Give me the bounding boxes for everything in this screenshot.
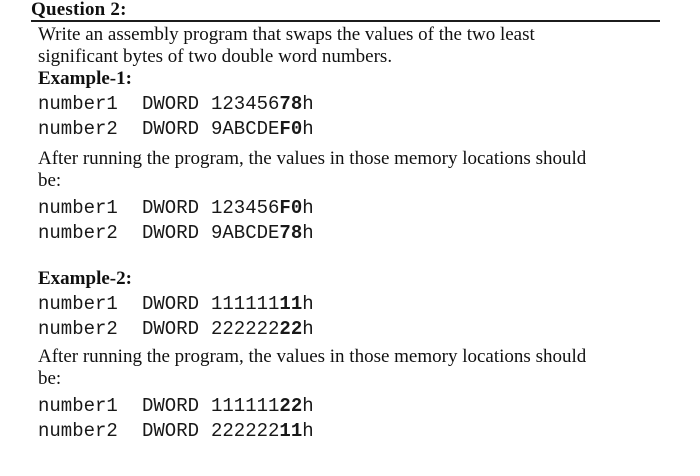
variable-name: number1 [38,395,118,417]
variable-name: number2 [38,222,118,244]
hex-value-head: 222222 [211,318,280,340]
hex-suffix: h [302,318,314,340]
hex-suffix: h [302,395,314,417]
hex-value-head: 111111 [211,293,280,315]
hex-suffix: h [302,293,314,315]
hex-value-head: 111111 [211,395,280,417]
hex-value-lsb: F0 [279,118,303,140]
hex-value-lsb: F0 [279,197,303,219]
after-note-line2: be: [38,170,62,191]
example1-after-note: After running the program, the values in… [38,148,680,192]
code-line: number1 DWORD 123456F0h [38,196,680,221]
variable-name: number1 [38,197,118,219]
variable-name: number2 [38,118,118,140]
hex-value-lsb: 78 [279,222,303,244]
dword-directive: DWORD [142,222,200,244]
hex-value-head: 9ABCDE [211,118,280,140]
hex-value-head: 222222 [211,420,280,442]
dword-directive: DWORD [142,197,200,219]
hex-value-head: 9ABCDE [211,222,280,244]
after-note-line2: be: [38,368,62,389]
dword-directive: DWORD [142,420,200,442]
code-line: number1 DWORD 11111122h [38,394,680,419]
example2-heading: Example-2: [38,268,132,289]
dword-directive: DWORD [142,293,200,315]
dword-directive: DWORD [142,93,200,115]
after-note-line1: After running the program, the values in… [38,346,587,367]
example1-heading: Example-1: [38,68,132,89]
variable-name: number1 [38,293,118,315]
code-line: number1 DWORD 12345678h [38,92,680,117]
hex-value-lsb: 22 [279,395,303,417]
hex-value-lsb: 22 [279,318,303,340]
hex-suffix: h [302,197,314,219]
hex-value-lsb: 78 [279,93,303,115]
hex-value-lsb: 11 [279,420,303,442]
code-line: number2 DWORD 9ABCDEF0h [38,117,680,142]
hex-suffix: h [302,118,314,140]
hex-suffix: h [302,222,314,244]
hex-value-head: 123456 [211,93,280,115]
dword-directive: DWORD [142,395,200,417]
variable-name: number2 [38,420,118,442]
example2-after-note: After running the program, the values in… [38,346,680,390]
question-text-line1: Write an assembly program that swaps the… [38,24,535,45]
question-text-line2: significant bytes of two double word num… [38,46,393,67]
hex-suffix: h [302,420,314,442]
code-line: number2 DWORD 9ABCDE78h [38,221,680,246]
variable-name: number1 [38,93,118,115]
dword-directive: DWORD [142,118,200,140]
hex-value-lsb: 11 [279,293,303,315]
variable-name: number2 [38,318,118,340]
question-heading: Question 2: [31,0,660,22]
hex-value-head: 123456 [211,197,280,219]
question-text: Write an assembly program that swaps the… [38,24,680,68]
dword-directive: DWORD [142,318,200,340]
code-line: number2 DWORD 22222211h [38,419,680,444]
hex-suffix: h [302,93,314,115]
after-note-line1: After running the program, the values in… [38,148,587,169]
